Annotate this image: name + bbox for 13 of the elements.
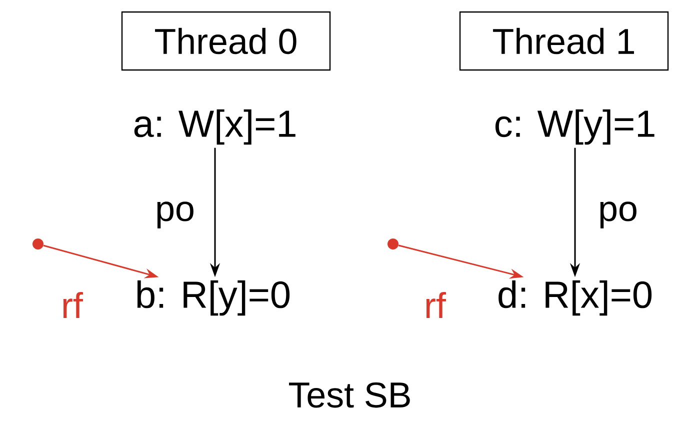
start-dot <box>32 238 44 250</box>
event-label: c: W[y]=1 <box>495 109 654 145</box>
event-label: d: R[x]=0 <box>498 280 652 316</box>
caption: Test SB <box>289 382 410 408</box>
edge-label: rf <box>426 292 446 318</box>
thread-box: Thread 1 <box>459 11 669 71</box>
edge-label: po <box>600 202 636 228</box>
edge-label: po <box>157 202 194 228</box>
edge-label: rf <box>63 292 83 318</box>
start-dot <box>388 238 398 250</box>
thread-box: Thread 0 <box>121 11 331 71</box>
event-label: a: W[x]=1 <box>134 109 296 145</box>
event-label: b: R[y]=0 <box>137 280 290 316</box>
